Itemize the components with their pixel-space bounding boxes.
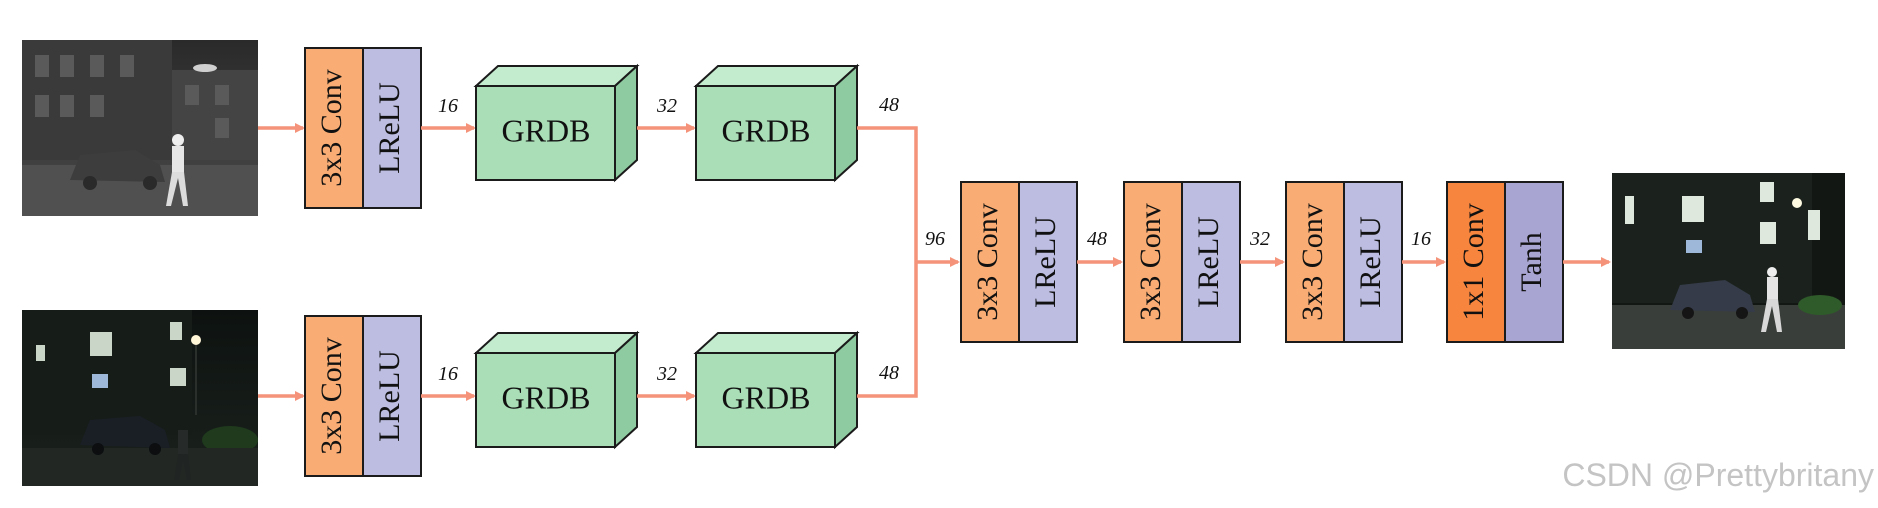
fusion4-tanh-label: Tanh <box>1515 232 1548 292</box>
visible-input-image <box>22 310 258 486</box>
connector-bottom-to-merge <box>857 262 918 398</box>
watermark: CSDN @Prettybritany <box>1562 457 1874 493</box>
bottom-grdb1-label: GRDB <box>502 379 591 415</box>
top-ch-16: 16 <box>438 95 458 117</box>
fusion1-out-ch: 48 <box>1087 228 1107 250</box>
fusion-block-1: 3x3 Conv LReLU <box>960 181 1078 343</box>
fusion4-conv-label: 1x1 Conv <box>1457 203 1490 321</box>
bottom-grdb2-block: GRDB <box>693 330 860 450</box>
top-grdb2-label: GRDB <box>722 112 811 148</box>
bottom-ch-16: 16 <box>438 363 458 385</box>
top-grdb1-label: GRDB <box>502 112 591 148</box>
infrared-input-image <box>22 40 258 216</box>
fusion4-conv-cell <box>1446 181 1506 343</box>
bottom-ch-32: 32 <box>656 363 677 385</box>
top-conv-cell <box>304 47 364 209</box>
fusion1-conv-label: 3x3 Conv <box>971 203 1004 321</box>
fusion3-out-ch: 16 <box>1411 228 1431 250</box>
fusion1-lrelu-label: LReLU <box>1029 216 1062 308</box>
fusion2-lrelu-label: LReLU <box>1192 216 1225 308</box>
fusion3-lrelu-label: LReLU <box>1354 216 1387 308</box>
connector-top-to-merge <box>857 126 918 262</box>
fusion-block-3: 3x3 Conv LReLU <box>1285 181 1403 343</box>
fusion-block-2: 3x3 Conv LReLU <box>1123 181 1241 343</box>
top-grdb1-block: GRDB <box>473 63 640 183</box>
fusion2-out-ch: 32 <box>1249 228 1270 250</box>
fusion3-conv-cell <box>1285 181 1345 343</box>
fusion1-lrelu-cell <box>1018 181 1078 343</box>
top-lrelu-label: LReLU <box>373 82 406 174</box>
top-lrelu-cell <box>362 47 422 209</box>
fused-output-image <box>1612 173 1845 349</box>
bottom-conv-label: 3x3 Conv <box>315 337 348 455</box>
bottom-ch-48: 48 <box>879 362 899 384</box>
bottom-grdb1-block: GRDB <box>473 330 640 450</box>
top-ch-48: 48 <box>879 94 899 116</box>
top-conv-lrelu-block: 3x3 Conv LReLU <box>304 47 422 209</box>
fusion2-conv-label: 3x3 Conv <box>1134 203 1167 321</box>
fusion3-lrelu-cell <box>1343 181 1403 343</box>
fusion-block-4: 1x1 Conv Tanh <box>1446 181 1564 343</box>
fusion2-lrelu-cell <box>1181 181 1241 343</box>
top-grdb2-block: GRDB <box>693 63 860 183</box>
bottom-conv-lrelu-block: 3x3 Conv LReLU <box>304 315 422 477</box>
bottom-grdb2-label: GRDB <box>722 379 811 415</box>
fusion3-conv-label: 3x3 Conv <box>1296 203 1329 321</box>
fusion2-conv-cell <box>1123 181 1183 343</box>
top-ch-32: 32 <box>656 95 677 117</box>
merge-ch-96: 96 <box>925 228 945 250</box>
top-conv-label: 3x3 Conv <box>315 69 348 187</box>
bottom-lrelu-label: LReLU <box>373 350 406 442</box>
fusion4-tanh-cell <box>1504 181 1564 343</box>
bottom-lrelu-cell <box>362 315 422 477</box>
